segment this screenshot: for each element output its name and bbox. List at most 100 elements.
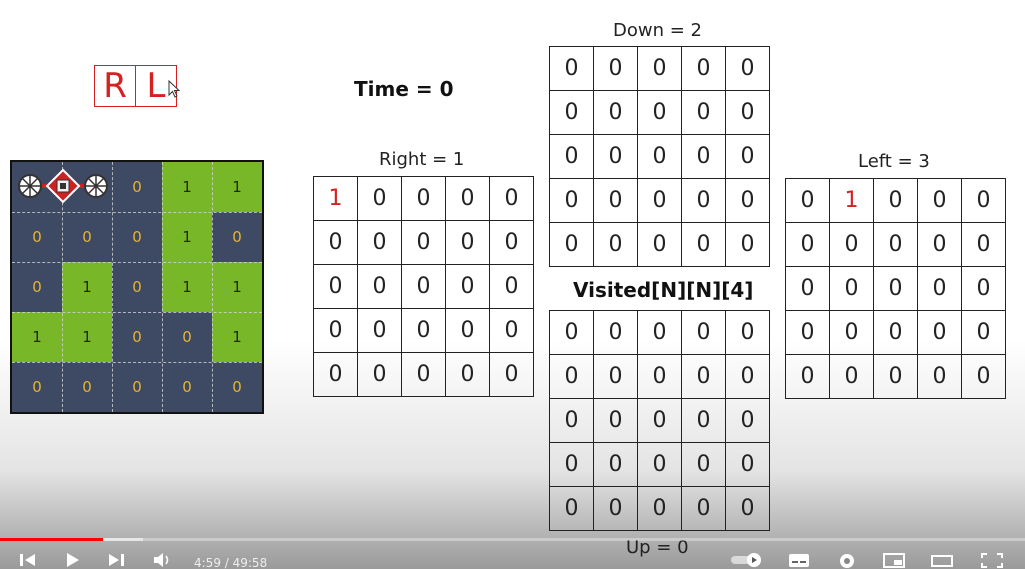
grid-cell: 0 [357, 176, 402, 221]
grid-cell: 0 [313, 352, 358, 397]
maze-cell: 1 [162, 262, 212, 312]
grid-cell: 0 [401, 220, 446, 265]
volume-icon[interactable] [152, 552, 174, 568]
grid-cell: 0 [829, 354, 874, 399]
grid-cell: 0 [593, 354, 638, 399]
grid-cell: 0 [725, 134, 770, 179]
miniplayer-icon[interactable] [882, 552, 906, 568]
grid-cell: 0 [873, 178, 918, 223]
grid-cell: 0 [549, 310, 594, 355]
maze-cell: 0 [112, 212, 162, 262]
time-display: 4:59 / 49:58 [194, 556, 268, 570]
left-label: Left = 3 [858, 151, 930, 172]
grid-cell: 0 [445, 308, 490, 353]
grid-cell: 0 [445, 264, 490, 309]
grid-cell: 0 [681, 354, 726, 399]
grid-cell: 0 [725, 90, 770, 135]
grid-cell: 0 [489, 176, 534, 221]
grid-cell: 0 [873, 266, 918, 311]
grid-cell: 0 [593, 222, 638, 267]
maze-cell: 1 [62, 312, 112, 362]
grid-cell: 0 [785, 310, 830, 355]
maze-cell: 0 [12, 362, 62, 412]
grid-cell: 0 [637, 354, 682, 399]
grid-cell: 0 [785, 354, 830, 399]
maze-cell: 0 [112, 312, 162, 362]
time-label: Time = 0 [354, 77, 454, 101]
autoplay-toggle-icon[interactable] [730, 552, 766, 568]
grid-cell: 0 [549, 398, 594, 443]
maze-cell: 1 [212, 312, 262, 362]
grid-cell: 0 [549, 442, 594, 487]
previous-icon[interactable] [18, 552, 38, 568]
settings-gear-icon[interactable] [835, 552, 859, 568]
grid-cell: 0 [725, 178, 770, 223]
progress-track[interactable] [0, 538, 1025, 541]
maze-cell: 0 [62, 362, 112, 412]
grid-cell: 1 [313, 176, 358, 221]
maze-cell: 0 [62, 212, 112, 262]
fullscreen-icon[interactable] [980, 552, 1004, 568]
grid-cell: 0 [917, 178, 962, 223]
grid-cell: 0 [593, 178, 638, 223]
play-icon[interactable] [62, 552, 82, 568]
grid-cell: 0 [829, 266, 874, 311]
maze-gridline [12, 212, 262, 213]
maze-cell: 0 [212, 362, 262, 412]
grid-cell: 0 [549, 354, 594, 399]
grid-cell: 0 [917, 354, 962, 399]
next-icon[interactable] [106, 552, 126, 568]
grid-cell: 0 [637, 442, 682, 487]
grid-cell: 0 [357, 308, 402, 353]
subtitles-icon[interactable] [787, 552, 811, 568]
grid-cell: 1 [829, 178, 874, 223]
grid-cell: 0 [961, 178, 1006, 223]
grid-cell: 0 [357, 264, 402, 309]
grid-cell: 0 [725, 442, 770, 487]
maze-cell: 1 [12, 312, 62, 362]
grid-cell: 0 [401, 176, 446, 221]
grid-cell: 0 [725, 222, 770, 267]
grid-cell: 0 [593, 46, 638, 91]
up-label: Up = 0 [626, 537, 689, 558]
maze-cell: 0 [12, 212, 62, 262]
maze-cell: 0 [162, 362, 212, 412]
grid-cell: 0 [873, 354, 918, 399]
grid-cell: 0 [445, 220, 490, 265]
grid-cell: 0 [637, 134, 682, 179]
grid-cell: 0 [637, 90, 682, 135]
theater-mode-icon[interactable] [930, 552, 954, 568]
grid-cell: 0 [681, 46, 726, 91]
grid-cell: 0 [637, 398, 682, 443]
grid-cell: 0 [681, 178, 726, 223]
maze-cell: 1 [62, 262, 112, 312]
progress-fill [0, 538, 103, 541]
grid-cell: 0 [549, 90, 594, 135]
grid-cell: 0 [549, 46, 594, 91]
grid-cell: 0 [401, 352, 446, 397]
maze-gridline [12, 362, 262, 363]
grid-cell: 0 [681, 442, 726, 487]
grid-cell: 0 [917, 222, 962, 267]
grid-cell: 0 [961, 266, 1006, 311]
grid-cell: 0 [681, 222, 726, 267]
grid-cell: 0 [401, 308, 446, 353]
grid-cell: 0 [313, 220, 358, 265]
maze-gridline [112, 162, 113, 412]
grid-cell: 0 [681, 134, 726, 179]
grid-cell: 0 [725, 486, 770, 531]
grid-cell: 0 [445, 176, 490, 221]
grid-cell: 0 [357, 220, 402, 265]
